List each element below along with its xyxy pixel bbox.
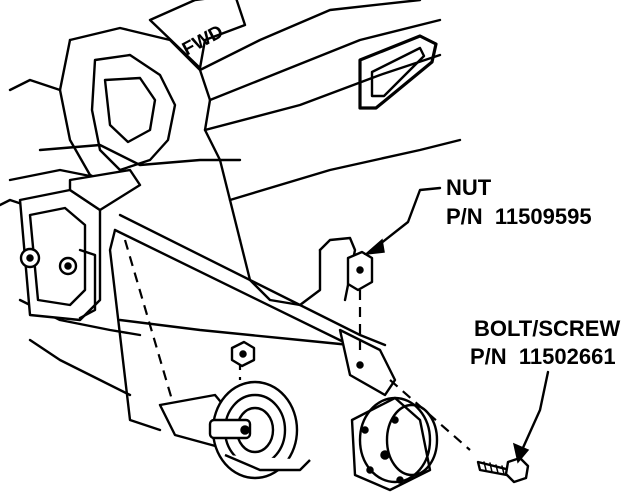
nut-clip	[346, 250, 374, 292]
mounting-bracket	[18, 168, 142, 322]
horn	[158, 380, 311, 480]
bolt-callout-leader	[512, 370, 550, 464]
bolt-callout: BOLT/SCREW P/N 11502661	[470, 316, 620, 369]
nut-callout-leader	[363, 186, 442, 256]
bolt-part-number: P/N 11502661	[470, 344, 616, 369]
horn-nut	[230, 340, 256, 368]
fwd-direction-arrow: FWD	[148, 0, 247, 70]
horn-plate	[350, 396, 439, 492]
horn-support-strap	[108, 213, 397, 432]
nut-part-number: P/N 11509595	[446, 204, 592, 229]
bolt-screw	[476, 456, 530, 484]
nut-callout: NUT P/N 11509595	[446, 175, 592, 229]
nut-name: NUT	[446, 175, 492, 200]
bolt-name: BOLT/SCREW	[474, 316, 620, 341]
bracket-bolt	[19, 247, 78, 276]
